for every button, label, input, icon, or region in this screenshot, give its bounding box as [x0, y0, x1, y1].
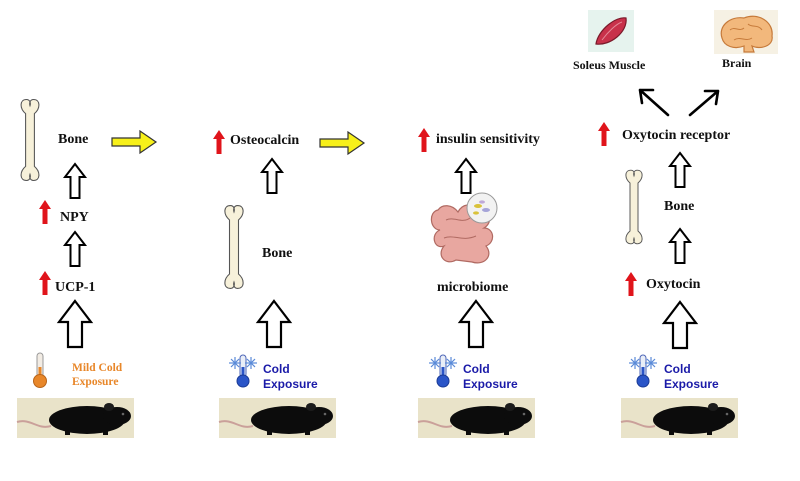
exposure-line2: Exposure	[463, 377, 518, 391]
exposure-line1: Cold	[263, 362, 290, 376]
diagonal-arrow-right-icon	[688, 89, 720, 117]
col4-arrow-icon	[669, 152, 691, 188]
col1-yellow-arrow	[111, 130, 157, 154]
col4-up-arrow-icon	[625, 272, 637, 296]
mouse-icon	[417, 397, 536, 439]
orange-thermometer-icon	[33, 352, 47, 388]
col1-arrow-icon	[64, 231, 86, 267]
mouse-icon	[620, 397, 739, 439]
col4-bone-icon	[625, 169, 643, 245]
col1-bone-icon	[20, 98, 40, 182]
mouse-icon	[218, 397, 337, 439]
cold-exposure-label: Cold Exposure	[263, 362, 318, 392]
col3-arrow-icon	[455, 158, 477, 194]
col4-up-arrow-icon	[598, 122, 610, 146]
col3-up-arrow-icon	[418, 128, 430, 152]
mild-cold-exposure-label: Mild Cold Exposure	[72, 361, 122, 389]
snowflake-thermometer-icon	[228, 354, 258, 388]
mouse-icon	[16, 397, 135, 439]
col4-bone-label: Bone	[664, 199, 695, 214]
soleus-muscle-label: Soleus Muscle	[573, 58, 646, 72]
col2-arrow-icon	[261, 158, 283, 194]
insulin-sensitivity-label: insulin sensitivity	[436, 132, 540, 147]
npy-label: NPY	[60, 210, 89, 225]
col4-arrow-icon	[662, 300, 698, 350]
cold-exposure-label: Cold Exposure	[664, 362, 719, 392]
col2-up-arrow-icon	[213, 130, 225, 154]
osteocalcin-label: Osteocalcin	[230, 133, 300, 148]
snowflake-thermometer-icon	[428, 354, 458, 388]
col1-arrow-icon	[57, 299, 93, 349]
snowflake-thermometer-icon	[628, 354, 658, 388]
col2-bone-icon	[224, 205, 244, 289]
col4-arrow-icon	[669, 228, 691, 264]
exposure-line1: Mild Cold	[72, 362, 123, 374]
col3-arrow-icon	[458, 299, 494, 349]
col1-up-arrow-icon	[39, 271, 51, 295]
col1-bone-label: Bone	[58, 132, 89, 147]
ucp1-label: UCP-1	[55, 280, 96, 295]
exposure-line2: Exposure	[263, 377, 318, 391]
oxytocin-label: Oxytocin	[646, 277, 701, 292]
col1-up-arrow-icon	[39, 200, 51, 224]
microbiome-label: microbiome	[437, 280, 509, 295]
col1-arrow-icon	[64, 163, 86, 199]
col2-bone-label: Bone	[262, 246, 293, 261]
col2-arrow-icon	[256, 299, 292, 349]
intestine-icon	[430, 192, 498, 264]
brain-label: Brain	[722, 56, 752, 70]
cold-exposure-label: Cold Exposure	[463, 362, 518, 392]
exposure-line2: Exposure	[664, 377, 719, 391]
oxytocin-receptor-label: Oxytocin receptor	[622, 128, 731, 143]
diagonal-arrow-left-icon	[638, 88, 670, 117]
muscle-icon	[588, 10, 634, 52]
exposure-line2: Exposure	[72, 376, 119, 388]
exposure-line1: Cold	[463, 362, 490, 376]
exposure-line1: Cold	[664, 362, 691, 376]
col2-yellow-arrow	[319, 131, 365, 155]
brain-icon	[714, 10, 778, 54]
